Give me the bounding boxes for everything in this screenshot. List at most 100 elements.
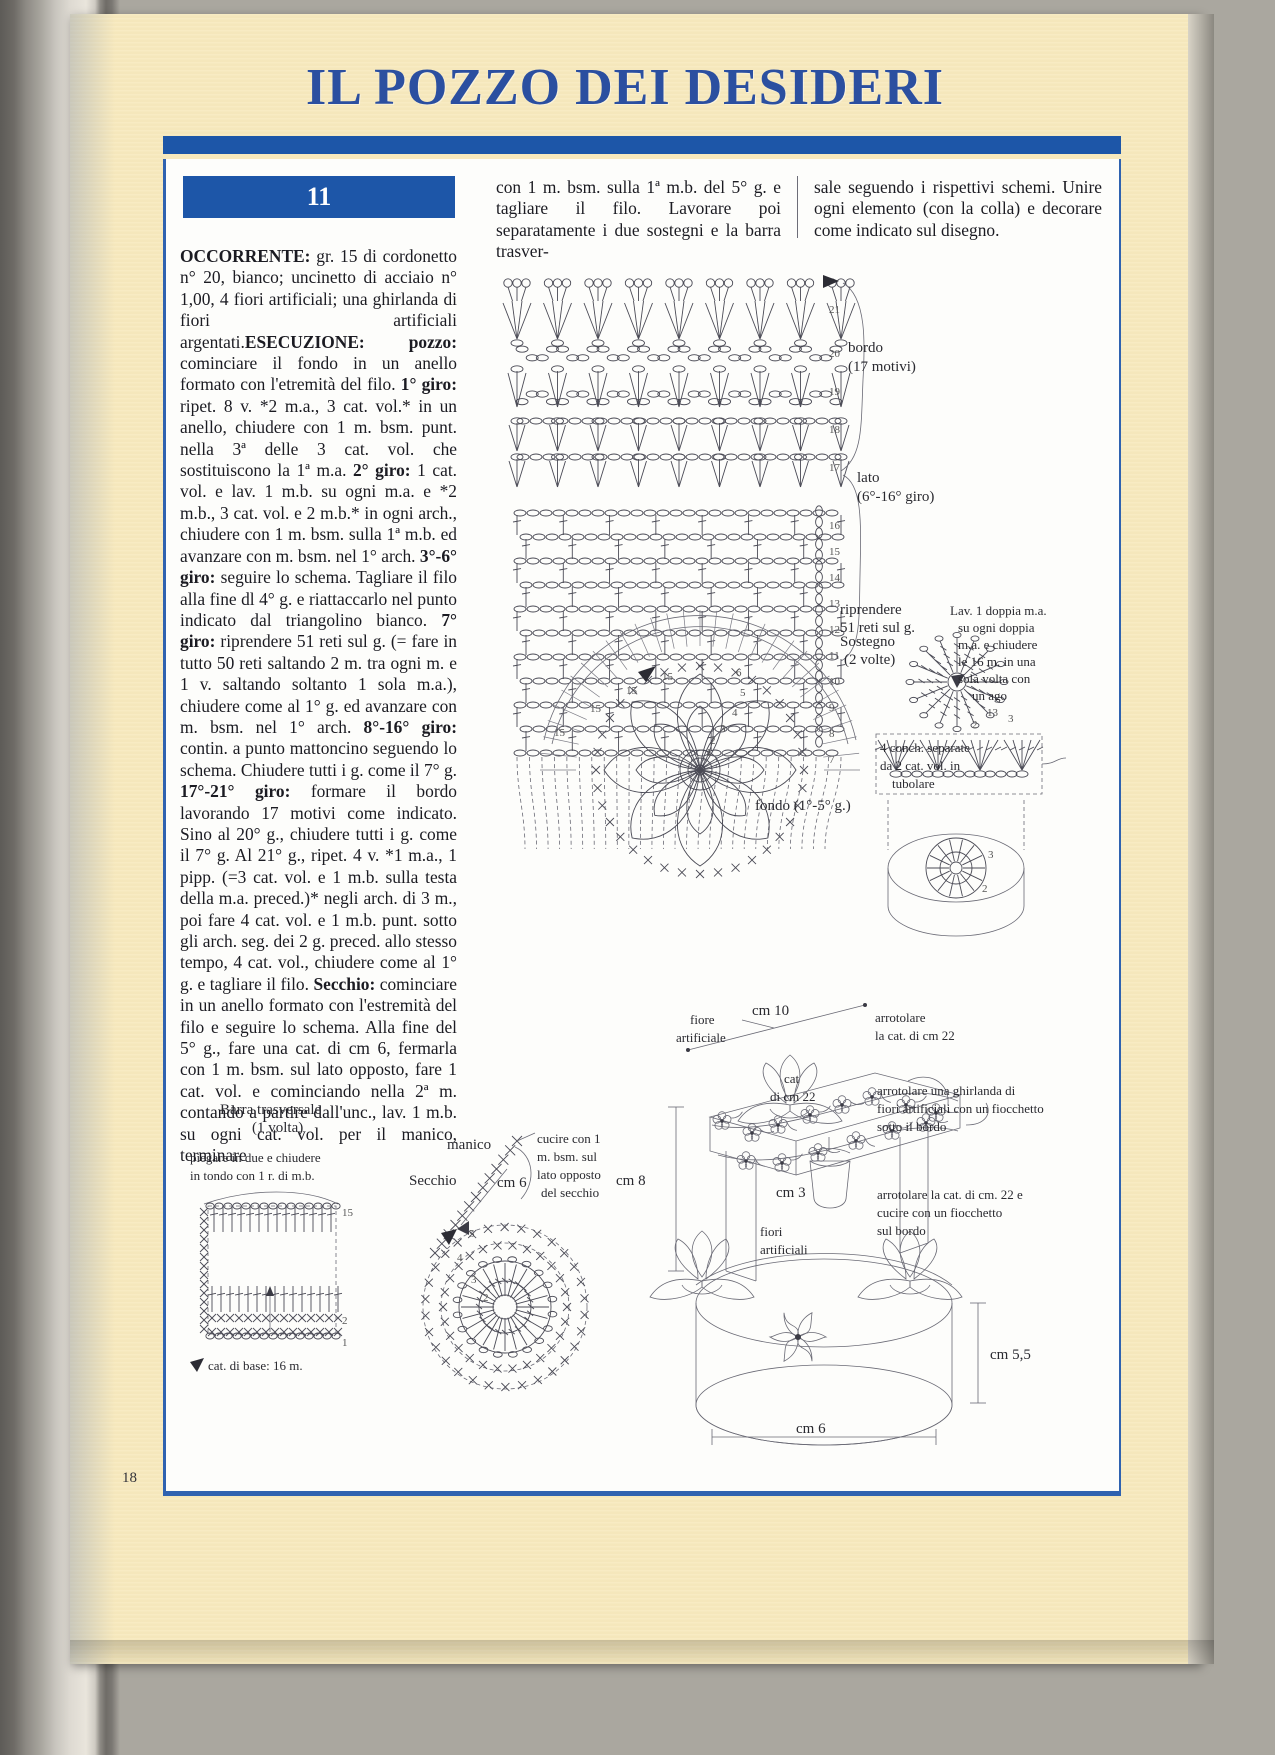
well-row-number: 10	[829, 676, 841, 688]
lav-line-3: m.a. e chiudere	[958, 637, 1038, 652]
footer-rule	[163, 1494, 1121, 1496]
column-right: sale seguendo i rispettivi schemi. Unire…	[814, 177, 1102, 240]
fondo-row-number: 4	[732, 707, 738, 719]
column-divider	[797, 176, 798, 238]
ghirl-line-1: arrotolare una ghirlanda di	[877, 1083, 1016, 1098]
label-riprendere: riprendere 51 reti sul g.	[840, 600, 1040, 651]
title-rule	[163, 136, 1121, 154]
label-lato-sub: (6°-16° giro)	[857, 489, 934, 505]
label-lato-text: lato	[857, 470, 880, 486]
tube-row-3: 3	[988, 849, 994, 861]
label-ghirlanda: arrotolare una ghirlanda di fiori artifi…	[877, 1082, 1107, 1147]
well-row-number: 18	[829, 424, 841, 436]
label-cm10: cm 10	[752, 1003, 789, 1019]
barra-title: Barra trasversale	[220, 1102, 322, 1118]
label-bordo: bordo(17 motivi)	[848, 338, 1048, 391]
conch-row-2: 2	[972, 719, 978, 731]
page-left-tint	[70, 14, 115, 1664]
label-lav-doppia: Lav. 1 doppia m.a. su ogni doppia m.a. e…	[950, 602, 1120, 717]
secchio-diagram: manico Secchio cm 6 cucire con 1 m. bsm.…	[395, 1125, 675, 1420]
fiori-line-2: artificiali	[760, 1242, 808, 1257]
label-cm8: cm 8	[616, 1173, 646, 1189]
well-row-number: 7	[829, 754, 835, 766]
label-fiore-artificiale: fiore artificiale	[676, 1010, 806, 1059]
pattern-number-badge: 11	[183, 176, 455, 218]
tube-row-2: 2	[982, 883, 988, 895]
label-lato: lato (6°-16° giro)	[857, 468, 1057, 521]
well-row-number: 8	[829, 728, 835, 740]
barra-row-1: 1	[342, 1337, 348, 1349]
page-right-edge	[1188, 14, 1214, 1664]
arr22-line-1: arrotolare	[875, 1010, 926, 1025]
arr22b-line-1: arrotolare la cat. di cm. 22 e	[877, 1187, 1023, 1202]
sostegno-row-13: 13	[987, 707, 999, 719]
fondo-row-number: 15	[626, 685, 638, 697]
well-row-number: 21	[829, 304, 840, 316]
label-manico: manico	[447, 1137, 491, 1153]
lav-line-5: sola volta con	[958, 671, 1031, 686]
well-row-number: 20	[829, 348, 841, 360]
well-row-number: 13	[829, 598, 841, 610]
label-cat22-b: di cm 22	[770, 1089, 816, 1104]
sostegno-diagram: 13	[895, 630, 1025, 745]
label-riprendere-2: 51 reti sul g.	[840, 620, 915, 636]
fiori-line-1: fiori	[760, 1224, 783, 1239]
label-cat22-a: cat	[784, 1071, 800, 1086]
fondo-row-number: 6	[736, 667, 742, 679]
label-sostegno: Sostegno (2 volte)	[840, 630, 960, 679]
lav-line-1: Lav. 1 doppia m.a.	[950, 603, 1047, 618]
well-row-number: 19	[829, 386, 841, 398]
cucire-line-1: cucire con 1	[537, 1131, 601, 1146]
lav-line-6: un ago	[972, 688, 1007, 703]
page-number: 18	[122, 1470, 137, 1486]
secchio-row-4: 4	[457, 1252, 463, 1264]
label-fiori-artificiali: fiori artificiali	[760, 1222, 880, 1271]
secchio-row-2: 2	[483, 1292, 489, 1304]
piegare-line-2: in tondo con 1 r. di m.b.	[190, 1168, 315, 1183]
label-cm55: cm 5,5	[990, 1347, 1031, 1363]
label-secchio: Secchio	[409, 1173, 456, 1189]
label-cm6-bottom: cm 6	[796, 1421, 826, 1437]
column-left: OCCORRENTE: gr. 15 di cordonetto n° 20, …	[180, 246, 458, 1166]
fondo-row-number: 15	[590, 703, 602, 715]
label-arrotolare22b: arrotolare la cat. di cm. 22 e cucire co…	[877, 1186, 1107, 1251]
well-row-number: 12	[829, 624, 840, 636]
label-fondo-text: fondo (1°-5° g.)	[755, 798, 851, 814]
fondo-row-number: 2	[710, 735, 716, 747]
label-bordo-text: bordo	[848, 340, 883, 356]
label-sostegno-sub: (2 volte)	[844, 652, 895, 668]
well-row-number: 11	[829, 650, 840, 662]
well-row-number: 15	[829, 546, 841, 558]
barra-row-15: 15	[342, 1207, 354, 1219]
cucire-line-4: del secchio	[541, 1185, 599, 1200]
fondo-row-number: 5	[740, 687, 746, 699]
label-cm3: cm 3	[776, 1185, 806, 1201]
ghirl-line-2: fiori artificiali con un fiocchetto	[877, 1101, 1044, 1116]
label-riprendere-1: riprendere	[840, 602, 902, 618]
well-row-number: 17	[829, 462, 841, 474]
well-row-number: 14	[829, 572, 841, 584]
piegare-line-1: piegare in due e chiudere	[190, 1150, 321, 1165]
fondo-row-number: 1	[706, 747, 712, 759]
cucire-line-3: lato opposto	[537, 1167, 601, 1182]
assembly-drawing: cm 10	[616, 985, 1130, 1460]
label-sostegno-text: Sostegno	[840, 634, 895, 650]
fondo-row-number: 15	[662, 671, 674, 683]
column-middle: con 1 m. bsm. sulla 1ª m.b. del 5° g. e …	[496, 177, 781, 262]
label-cat-base: cat. di base: 16 m.	[208, 1358, 303, 1373]
label-fondo: fondo (1°-5° g.)	[755, 795, 915, 822]
barra-diagram: Barra trasversale (1 volta) piegare in d…	[190, 1100, 490, 1395]
label-cm6-manico: cm 6	[497, 1175, 527, 1191]
fiore-line-1: fiore	[690, 1012, 715, 1027]
conch-line-2: da 2 cat. vol. in	[880, 758, 961, 773]
page-bottom-shadow	[70, 1640, 1214, 1668]
conch-row-3: 3	[1008, 713, 1014, 725]
well-row-number: 16	[829, 520, 841, 532]
arr22b-line-2: cucire con un fiocchetto	[877, 1205, 1002, 1220]
cucire-line-2: m. bsm. sul	[537, 1149, 597, 1164]
fondo-row-number: 3	[720, 723, 726, 735]
lav-line-2: su ogni doppia	[958, 620, 1035, 635]
